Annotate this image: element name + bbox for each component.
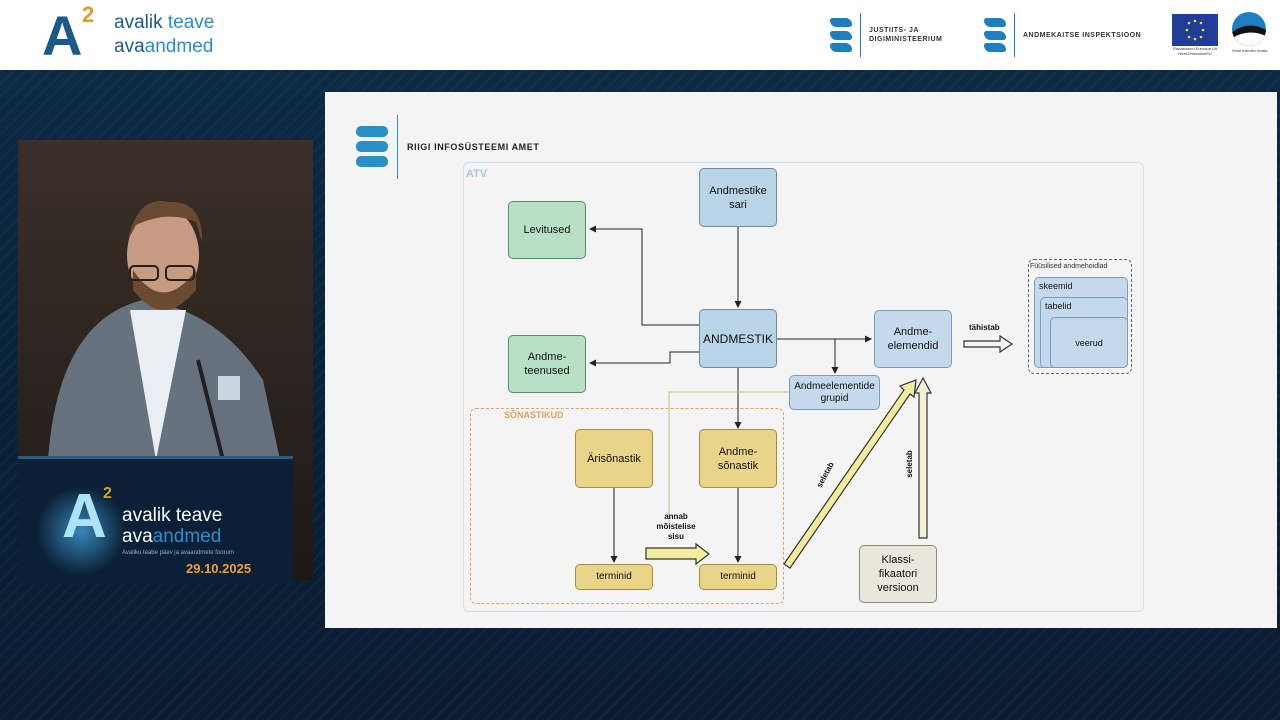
node-terminid-1: terminid [575, 564, 653, 590]
label-annab: annab mõistelise sisu [656, 512, 696, 541]
podium-logo-line1: avalik teave [122, 505, 223, 526]
eu-caption: Rahastanud Euroopa Liit NextGenerationEU [1172, 46, 1218, 56]
physical-storage-group [1028, 259, 1132, 374]
node-levitused: Levitused [508, 201, 586, 259]
header-bar: A 2 avalik teave avaandmed Justiits- jaD… [0, 0, 1280, 70]
seletab-arrow-2 [914, 376, 932, 539]
node-arisonastik: Ärisõnastik [575, 429, 653, 488]
estonia-logo-icon [1232, 12, 1266, 46]
podium-logo-letter: A [62, 482, 107, 551]
tahistab-arrow [963, 334, 1014, 354]
node-klassifikaatori-versioon: Klassi- fikaatori versioon [859, 545, 937, 603]
seletab-arrow-1 [783, 379, 917, 569]
slide-organization: Riigi Infosüsteemi Amet [407, 142, 540, 152]
podium-logo-superscript: 2 [103, 485, 112, 502]
event-logo-letter: A [42, 4, 83, 67]
physical-storage-label: Füüsilised andmehoidlad [1030, 263, 1108, 270]
node-andmeteenused: Andme- teenused [508, 335, 586, 393]
atv-group [463, 162, 1144, 612]
node-andmeelementide-grupid: Andmeelementide grupid [789, 375, 880, 410]
sonastikud-group [470, 408, 784, 604]
podium-tagline: Avaliku teabe päev ja avaandmete foorum [122, 550, 234, 556]
node-andmestik: ANDMESTIK [699, 309, 777, 368]
node-andmeelemendid: Andme- elemendid [874, 310, 952, 368]
podium-date: 29.10.2025 [186, 561, 252, 576]
edge-andmestik-teenused [589, 351, 700, 367]
node-andmestike-sari: Andmestike sari [699, 168, 777, 227]
edge-andmestik-levitused [589, 225, 700, 326]
node-terminid-2: terminid [699, 564, 777, 590]
annab-arrow [645, 542, 710, 566]
edge-annab-grupid [668, 391, 788, 522]
atv-label: ATV [466, 168, 488, 180]
coat-of-arms-icon [830, 18, 852, 52]
sonastikud-label: SÕNASTIKUD [504, 410, 564, 420]
estonia-caption: Eesti tuleviku heaks [1232, 48, 1268, 53]
label-seletab-2: seletab [904, 450, 914, 478]
partner-data-protection: Andmekaitse Inspektsioon [984, 12, 1141, 58]
speaker-figure [48, 201, 280, 461]
coat-of-arms-icon [984, 18, 1006, 52]
eu-flag-icon [1172, 14, 1218, 46]
node-andmesonastik: Andme- sõnastik [699, 429, 777, 488]
event-logo-line1: avalik teave [114, 12, 215, 33]
node-veerud: veerud [1050, 317, 1128, 368]
partner-justice-ministry: Justiits- jaDigiministeerium [830, 12, 942, 58]
ria-coat-of-arms-icon [356, 126, 388, 173]
podium-logo-line2: avaandmed [122, 526, 222, 547]
label-tahistab: tähistab [969, 323, 1000, 332]
event-logo-superscript: 2 [82, 2, 95, 27]
event-logo-line2: avaandmed [114, 36, 214, 57]
